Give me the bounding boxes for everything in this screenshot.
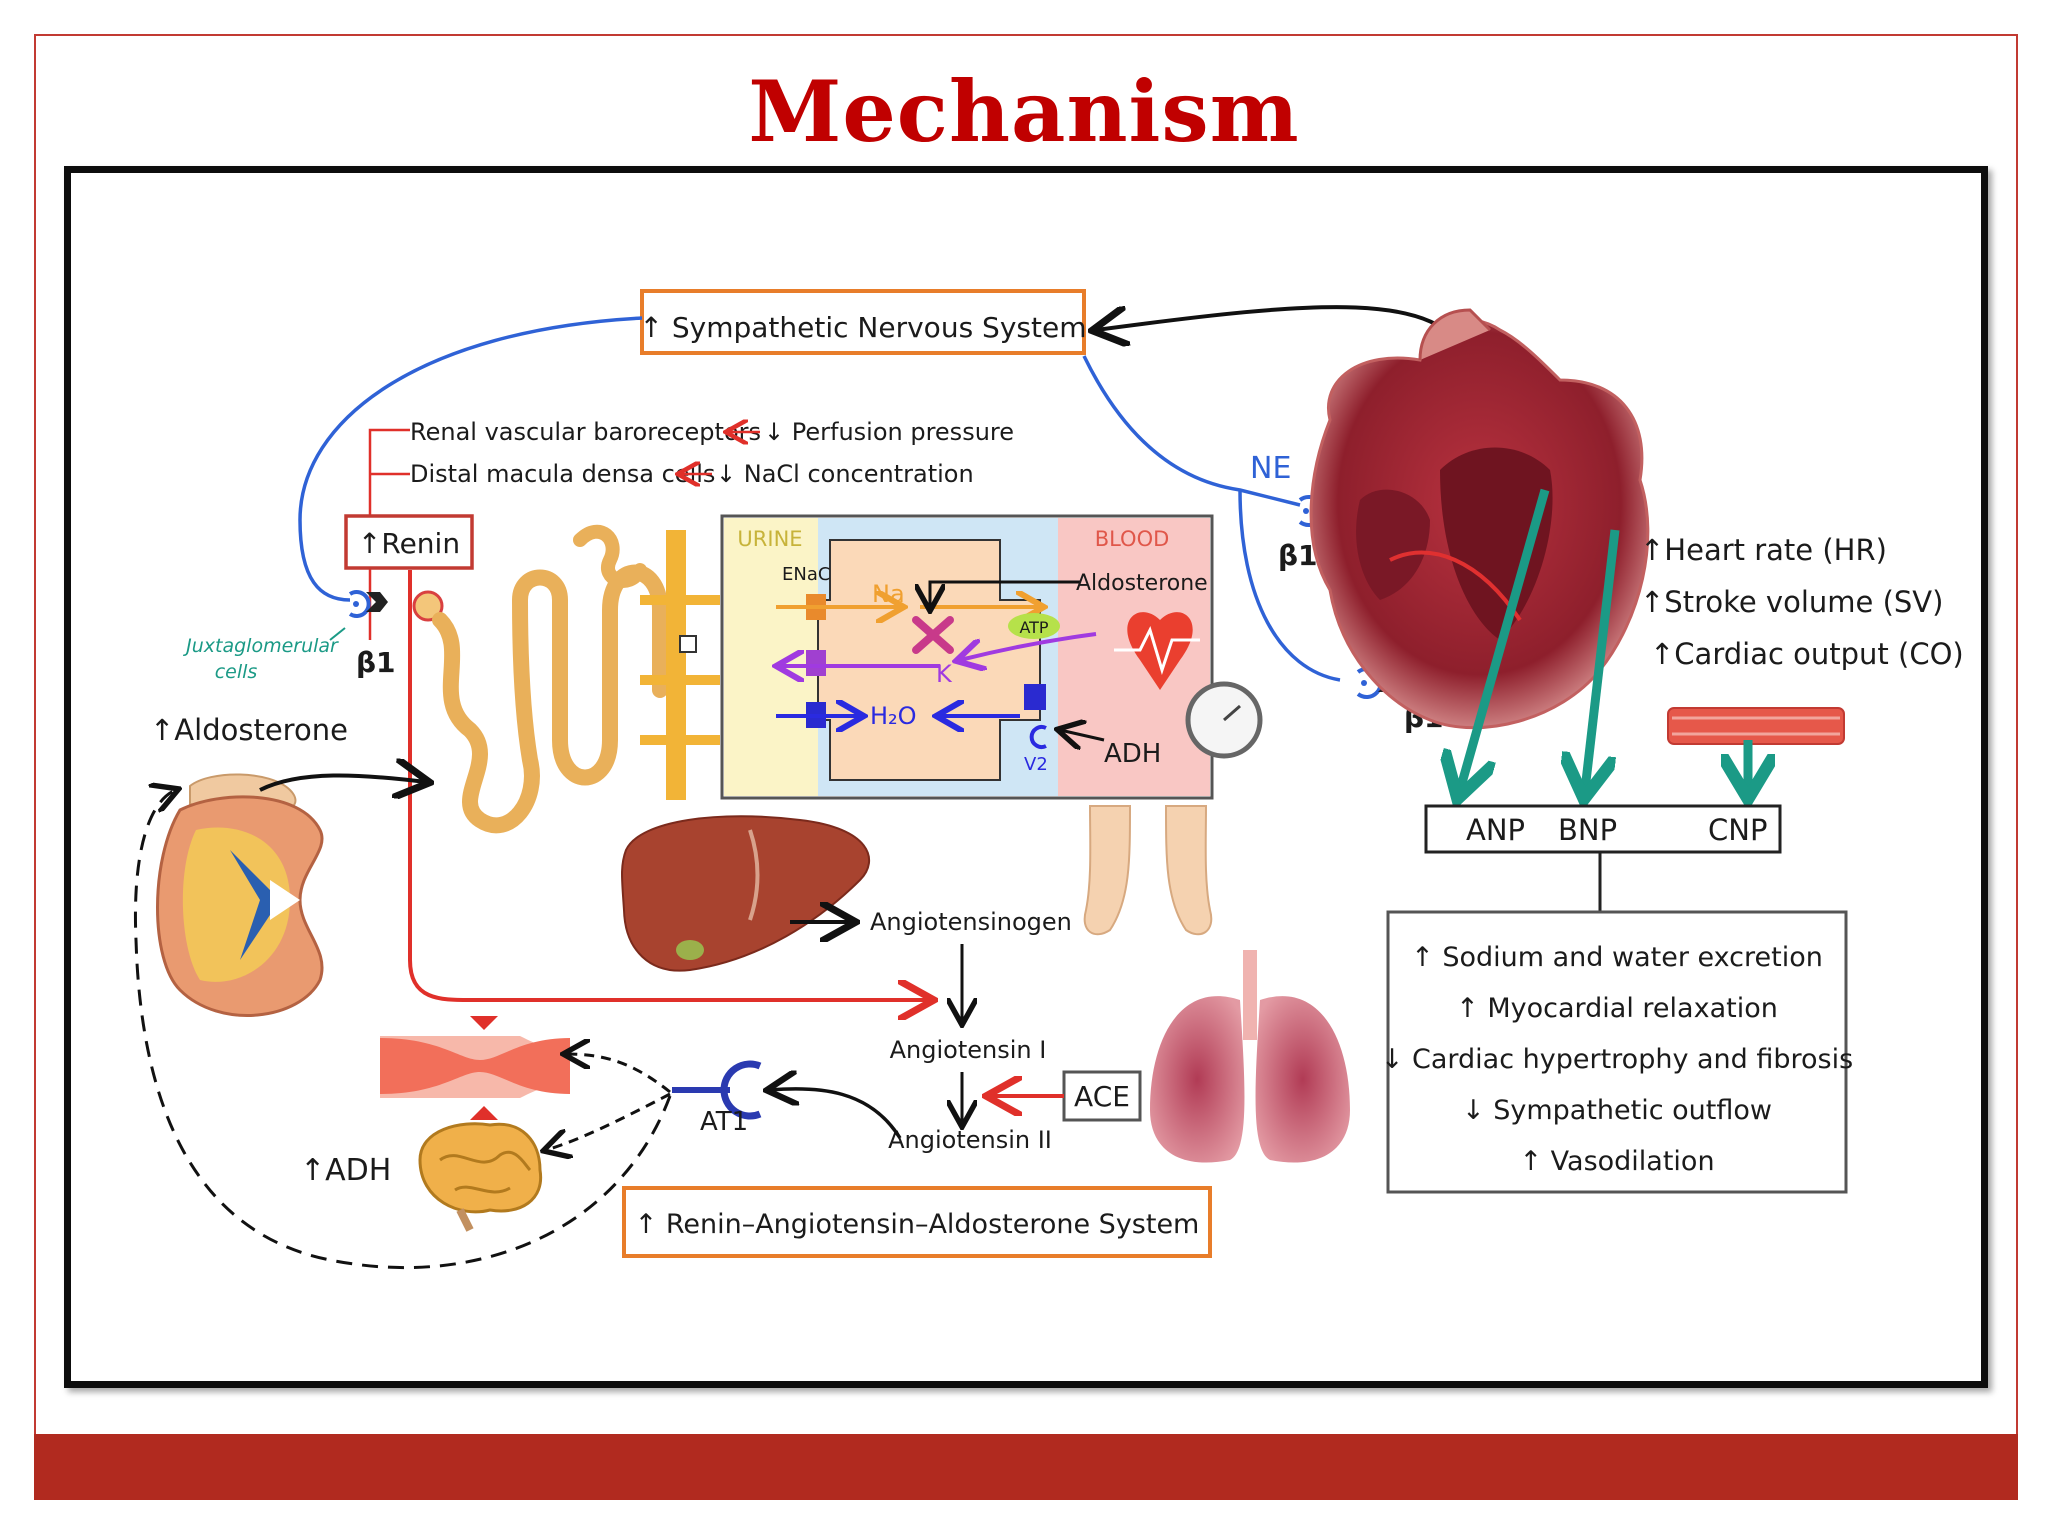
vessel-strip [1667, 707, 1845, 745]
urine-label: URINE [737, 527, 802, 551]
renin-label: ↑Renin [358, 527, 460, 560]
renin-pathway-arrow [408, 570, 930, 1000]
natriuretic-arrows [1460, 488, 1748, 790]
adh-blood-label: ADH [1104, 739, 1161, 769]
renin-box: ↑Renin [344, 514, 474, 570]
macula-text: Distal macula densa cells [410, 460, 715, 488]
effect-sympathetic: ↓ Sympathetic outflow [1462, 1095, 1772, 1126]
aldosterone-to-nephron-arrow [259, 775, 426, 790]
sns-box: ↑ Sympathetic Nervous System [640, 289, 1087, 355]
beta1-kidney-label: β1 [356, 646, 396, 679]
at1-label: AT1 [700, 1107, 748, 1137]
liver-illustration [621, 815, 870, 972]
juxta-label-2: cells [215, 661, 258, 683]
raas-box: ↑ Renin–Angiotensin–Aldosterone System [622, 1186, 1212, 1258]
peptide-bnp: BNP [1558, 813, 1617, 847]
juxta-label-1: Juxtaglomerular [182, 635, 339, 657]
sns-to-heart-nerve-top [1082, 355, 1301, 507]
peptide-effects-box: ↑ Sodium and water excretion ↑ Myocardia… [1381, 910, 1853, 1194]
ace-label: ACE [1074, 1080, 1130, 1113]
perfusion-text: ↓ Perfusion pressure [764, 418, 1014, 446]
angiotensin-2-label: Angiotensin II [888, 1126, 1052, 1154]
angiotensinogen-label: Angiotensinogen [870, 908, 1072, 936]
aldosterone-left-label: ↑Aldosterone [150, 713, 348, 747]
peptide-cnp: CNP [1708, 813, 1767, 847]
sns-to-kidney-nerve [298, 316, 643, 602]
heart-effect-co: ↑Cardiac output (CO) [1650, 637, 1964, 671]
beta1-heart-top-label: β1 [1278, 539, 1318, 572]
ace-box: ACE [1062, 1070, 1142, 1122]
heart-effect-sv: ↑Stroke volume (SV) [1640, 585, 1943, 619]
h2o-label: H₂O [870, 702, 917, 730]
adh-left-label: ↑ADH [300, 1153, 391, 1188]
slide-title: Mechanism [748, 62, 1300, 161]
heart-illustration [1309, 308, 1650, 730]
v2-label: V2 [1024, 754, 1048, 775]
effect-hypertrophy: ↓ Cardiac hypertrophy and fibrosis [1381, 1044, 1853, 1075]
renin-triggers: Renal vascular baroreceptors ↓ Perfusion… [368, 418, 1014, 640]
beta1-receptor-kidney [348, 590, 444, 622]
sns-label: ↑ Sympathetic Nervous System [640, 311, 1087, 344]
at1-receptor: AT1 [672, 1060, 762, 1137]
ang2-to-at1-arrow [770, 1089, 902, 1139]
effect-vasodilation: ↑ Vasodilation [1519, 1146, 1714, 1177]
brain-illustration [418, 1122, 543, 1232]
enac-label: ENaC [782, 564, 830, 585]
ne-label: NE [1250, 451, 1291, 486]
at1-effects-arrows [133, 790, 672, 1270]
blood-label: BLOOD [1095, 527, 1170, 551]
baroreceptor-text: Renal vascular baroreceptors [410, 418, 761, 446]
footer-bar [34, 1434, 2018, 1500]
aldosterone-blood-label: Aldosterone [1076, 571, 1208, 596]
atp-badge [1008, 613, 1060, 639]
angiotensin-1-label: Angiotensin I [890, 1036, 1047, 1064]
na-label: Na [872, 580, 905, 608]
kidney-illustration [156, 773, 324, 1017]
heart-effect-hr: ↑Heart rate (HR) [1640, 533, 1887, 567]
atp-label: ATP [1019, 618, 1048, 637]
peptide-anp: ANP [1466, 813, 1525, 847]
effect-relaxation: ↑ Myocardial relaxation [1456, 993, 1778, 1024]
vasoconstriction-vessel [380, 1016, 570, 1120]
lungs-illustration [1150, 950, 1350, 1163]
sns-to-heart-nerve-bottom [1238, 489, 1341, 682]
heart-to-sns-arrow [1096, 305, 1472, 361]
tubule-cell-inset: URINE BLOOD ENaC Na ATP K Aldosterone H₂… [720, 514, 1263, 800]
nacl-text: ↓ NaCl concentration [716, 460, 974, 488]
effect-sodium: ↑ Sodium and water excretion [1411, 942, 1823, 973]
raas-label: ↑ Renin–Angiotensin–Aldosterone System [635, 1209, 1200, 1240]
nephron-illustration [432, 524, 720, 834]
heart-effects-list: ↑Heart rate (HR) ↑Stroke volume (SV) ↑Ca… [1640, 533, 1964, 671]
feet-illustration [1083, 805, 1213, 936]
k-label: K [936, 660, 953, 688]
peptide-box: ANP BNP CNP [1424, 804, 1782, 854]
